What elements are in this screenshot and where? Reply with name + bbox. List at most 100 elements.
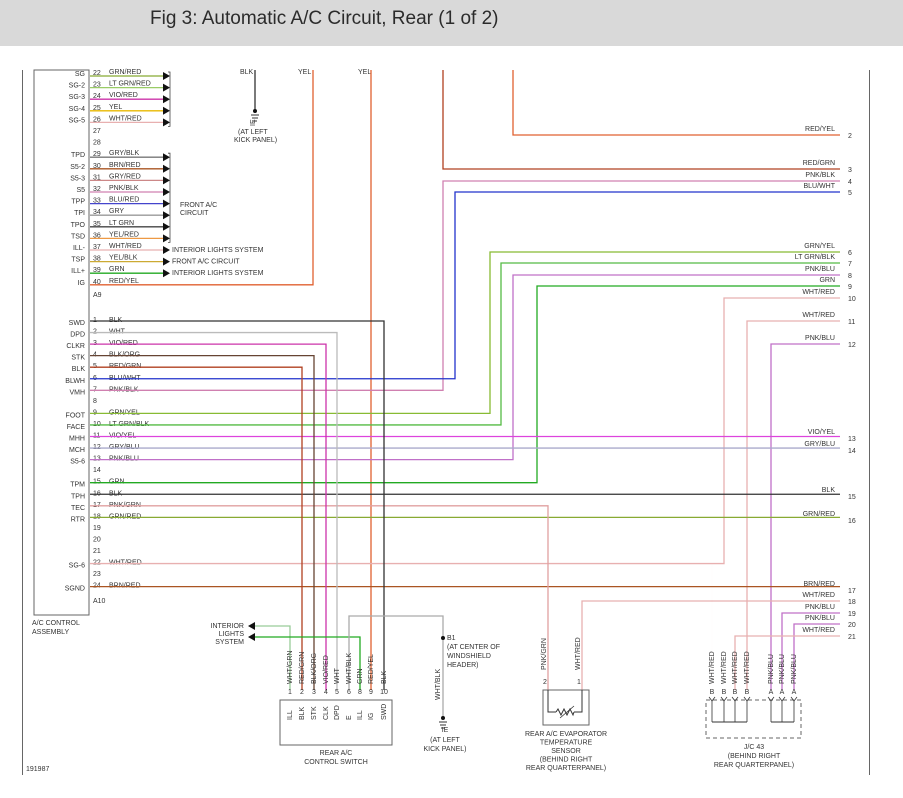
switch-terminal-label: STK [311,706,318,720]
connector-arrow [163,118,170,127]
a9-wire-label: GRY/RED [109,173,141,180]
switch-wire-label: WHT/BLK [346,653,353,684]
b1-splice-dot [441,636,445,640]
connector-arrow [163,188,170,196]
connector-arrow [163,164,170,173]
a10-signal-label: SG-6 [69,563,85,570]
a10-connector-label: A10 [93,598,106,605]
ie-bottom-note-2: KICK PANEL) [423,746,466,753]
right-wire-number: 19 [848,611,856,618]
right-wire-number: 18 [848,599,856,606]
interior-lights-label-3: INTERIOR [211,623,244,630]
a9-signal-label: SG-5 [69,117,85,124]
wire-12 [770,343,840,690]
jc43-wire-label: PNK/BLU [768,654,775,684]
wire-7 [90,262,840,426]
switch-pin-number: 5 [335,689,339,696]
right-wire-number: 9 [848,284,852,291]
ac-control-assembly-box [33,69,90,616]
connector-arrow [163,95,170,104]
a9-pin-number: 36 [93,232,101,239]
right-wire-number: 5 [848,190,852,197]
wire-blk [90,366,303,690]
ground-id-top: IE [250,119,257,126]
b1-note-3: HEADER) [447,662,479,669]
b1-note-2: WINDSHIELD [447,653,491,660]
right-wire-number: 17 [848,588,856,595]
a10-pin-number: 21 [93,548,101,555]
right-wire-label: LT GRN/BLK [795,254,836,261]
switch-terminal-label: CLK [323,706,330,720]
right-wire-label: WHT/RED [802,627,835,634]
a9-pin-number: 27 [93,128,101,135]
jc43-terminal: A [780,689,785,696]
a10-signal-label: RTR [71,516,85,523]
a9-pin-number: 23 [93,82,101,89]
jc43-terminal: B [722,689,727,696]
right-wire-label: BLK [822,487,836,494]
evap-sensor-name-3: SENSOR [551,748,581,755]
ground-note-top-1: (AT LEFT [238,129,268,136]
b1-note-1: (AT CENTER OF [447,644,500,651]
a9-pin-number: 37 [93,244,101,251]
interior-lights-label-4: LIGHTS [219,631,245,638]
jc43-box [705,699,802,739]
a9-signal-label: TSD [71,233,85,240]
a10-signal-label: FACE [67,424,86,431]
interior-lights-label: INTERIOR LIGHTS SYSTEM [172,247,264,254]
right-wire-label: PNK/BLK [805,172,835,179]
control-switch-name-2: CONTROL SWITCH [304,759,368,766]
frame-left-border [22,70,23,775]
a9-group-bracket [168,71,171,127]
right-wire-label: PNK/BLU [805,615,835,622]
wire-9 [90,285,840,484]
wire-4 [90,180,840,391]
a9-wire-label: GRY/BLK [109,150,140,157]
right-wire-label: WHT/RED [802,592,835,599]
right-wire-label: GRY/BLU [804,441,835,448]
evap-sensor-name-4: (BEHIND RIGHT [540,757,593,764]
jc43-name-2: (BEHIND RIGHT [728,753,781,760]
connector-arrow [163,211,170,220]
a10-signal-label: CLKR [66,343,85,350]
jc43-wire-label: PNK/BLU [791,654,798,684]
front-ac-circuit-label-3: FRONT A/C CIRCUIT [172,259,240,266]
a10-signal-label: SWD [69,320,85,327]
a9-signal-label: SG-4 [69,106,85,113]
a9-wire-label: GRN/RED [109,69,141,76]
jc43-name-1: J/C 43 [744,744,764,751]
jc43-terminal: A [769,689,774,696]
a9-pin-number: 25 [93,105,101,112]
right-wire-label: WHT/RED [802,312,835,319]
a9-wire-label: LT GRN/RED [109,81,151,88]
right-wire-number: 2 [848,133,852,140]
a10-signal-label: TPM [70,482,85,489]
a9-pin-number: 28 [93,140,101,147]
switch-wire-label: WHT [334,667,341,684]
ig-red-yel-wire [90,70,314,286]
sensor-leads [547,690,583,713]
interior-arrow-2 [248,633,255,641]
a9-signal-label: TSP [71,257,85,264]
a9-wire-label: PNK/BLK [109,185,139,192]
a9-pin-number: 22 [93,70,101,77]
connector-arrow [163,153,170,162]
right-wire-number: 16 [848,518,856,525]
b1-id: B1 [447,635,456,642]
connector-arrow [163,199,170,208]
wire-10 [90,297,840,565]
jc43-terminal: A [792,689,797,696]
wire-ill-2 [255,636,361,690]
front-ac-circuit-label-2: CIRCUIT [180,210,209,217]
wire-3 [442,70,840,170]
a9-pin-number: 26 [93,116,101,123]
a9-pin-number: 32 [93,186,101,193]
a9-signal-label: SG-3 [69,94,85,101]
front-ac-circuit-label: FRONT A/C [180,202,217,209]
a9-pin-number: 40 [93,279,101,286]
a9-signal-label: ILL+ [71,268,85,275]
a10-signal-label: VMH [69,389,85,396]
thermistor-symbol [555,707,575,717]
jc43-wire-label: WHT/RED [709,651,716,684]
wire-2 [512,70,840,136]
